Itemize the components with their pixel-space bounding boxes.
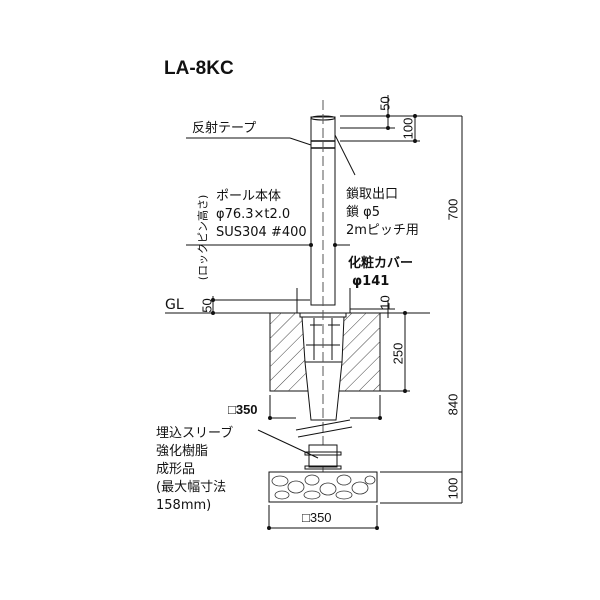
pole-body-spec: φ76.3×t2.0 <box>216 207 291 222</box>
sleeve-max-width-value: 158mm) <box>156 498 212 513</box>
model-title: LA-8KC <box>164 58 234 79</box>
dim-sleeve-depth: 250 <box>390 342 406 365</box>
reflective-tape-label: 反射テープ <box>192 121 257 136</box>
dim-below-ground: 840 <box>445 393 461 416</box>
dim-base-square: □350 <box>302 510 332 525</box>
dim-chain-offset: 100 <box>400 117 416 140</box>
chain-outlet-label: 鎖取出口 <box>346 187 399 202</box>
lock-pin-height-label: (ロックピン高さ) <box>196 194 210 281</box>
cosmetic-cover-diameter: φ141 <box>352 274 390 289</box>
sleeve-material: 強化樹脂 <box>156 444 209 459</box>
sleeve-max-width: (最大幅寸法 <box>156 480 227 495</box>
dim-top-offset: 50 <box>377 96 393 111</box>
chain-pitch: 2mピッチ用 <box>346 223 419 238</box>
pole-body-label: ポール本体 <box>216 189 282 204</box>
dim-lock-pin: 50 <box>199 298 215 313</box>
dim-foundation-square: □350 <box>228 402 258 417</box>
cosmetic-cover-label: 化粧カバー <box>348 256 414 271</box>
dim-cover-gap: 10 <box>377 295 393 310</box>
gl-label: GL <box>165 297 184 313</box>
dim-above-ground: 700 <box>445 198 461 221</box>
pole-body-material: SUS304 #400 <box>216 225 307 240</box>
sleeve-label: 埋込スリーブ <box>156 426 234 441</box>
sleeve-type: 成形品 <box>156 462 196 477</box>
dim-base-thickness: 100 <box>445 477 461 500</box>
chain-spec: 鎖 φ5 <box>346 205 380 220</box>
